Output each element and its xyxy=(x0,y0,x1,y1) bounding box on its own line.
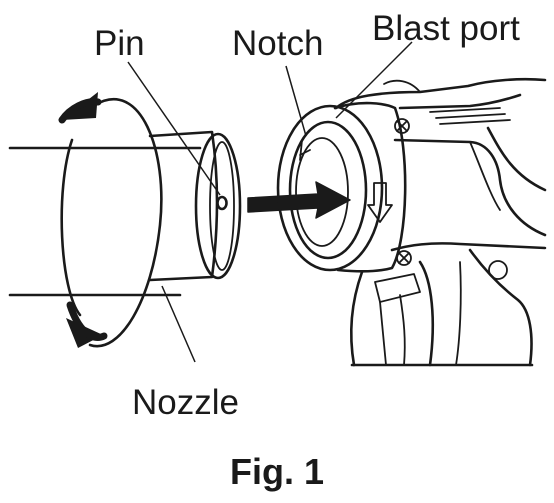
insert-direction-arrow-icon xyxy=(247,181,351,219)
label-pin: Pin xyxy=(94,24,145,63)
notch-mark xyxy=(299,139,311,161)
pin-dot xyxy=(216,195,228,211)
label-nozzle: Nozzle xyxy=(132,383,239,422)
nozzle xyxy=(8,130,242,297)
leader-lines xyxy=(127,41,413,363)
tool-body xyxy=(276,77,547,367)
rotation-arrow-icon xyxy=(58,92,163,348)
screw-bottom xyxy=(396,250,412,266)
label-notch: Notch xyxy=(232,24,323,63)
figure-caption: Fig. 1 xyxy=(230,451,324,492)
label-blast-port: Blast port xyxy=(372,9,520,48)
screw-top xyxy=(394,118,410,134)
lock-arrow-icon xyxy=(367,182,393,223)
